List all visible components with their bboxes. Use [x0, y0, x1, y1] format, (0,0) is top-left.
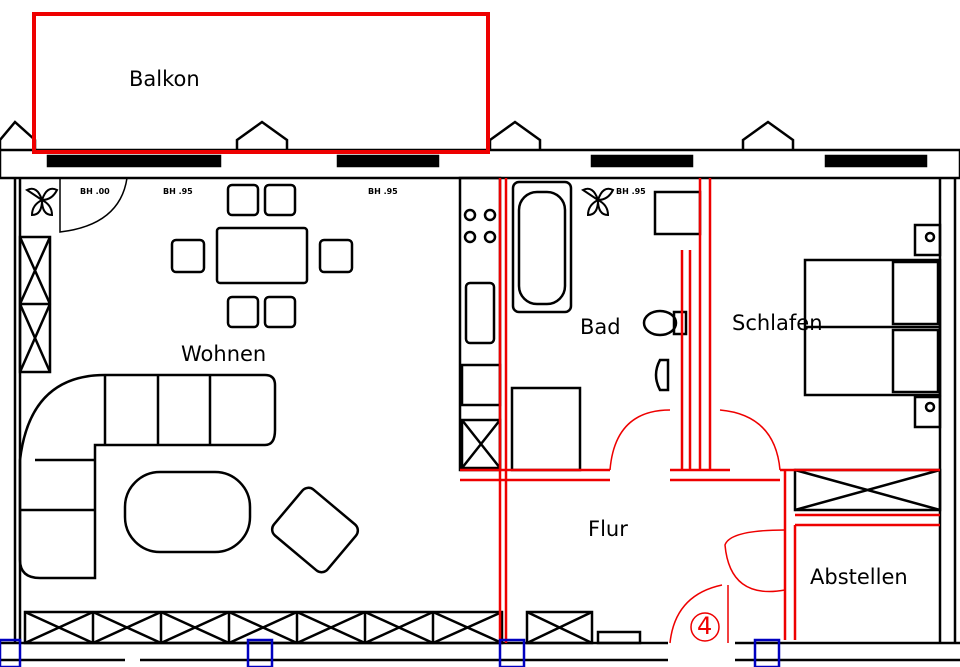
gable	[235, 120, 289, 150]
room-label-balkon: Balkon	[129, 67, 200, 91]
gable	[741, 120, 795, 150]
window	[824, 154, 928, 168]
window	[336, 154, 440, 168]
bottom-wall	[0, 641, 960, 662]
window	[590, 154, 694, 168]
window-label: BH .95	[368, 187, 398, 196]
room-label-schlafen: Schlafen	[732, 311, 823, 335]
plant-icon	[25, 187, 59, 217]
window-label: BH .00	[80, 187, 110, 196]
door-number: 4	[697, 612, 713, 640]
room-label-flur: Flur	[588, 517, 628, 541]
room-label-abstellen: Abstellen	[810, 565, 908, 589]
plant-icon	[581, 187, 615, 217]
room-label-bad: Bad	[580, 315, 621, 339]
window-label: BH .95	[616, 187, 646, 196]
window-label: BH .95	[163, 187, 193, 196]
room-label-wohnen: Wohnen	[181, 342, 267, 366]
door-number-circle	[690, 612, 720, 642]
gable	[488, 120, 542, 150]
gable	[0, 120, 37, 150]
window	[46, 154, 222, 168]
balcony-outline	[32, 12, 490, 154]
